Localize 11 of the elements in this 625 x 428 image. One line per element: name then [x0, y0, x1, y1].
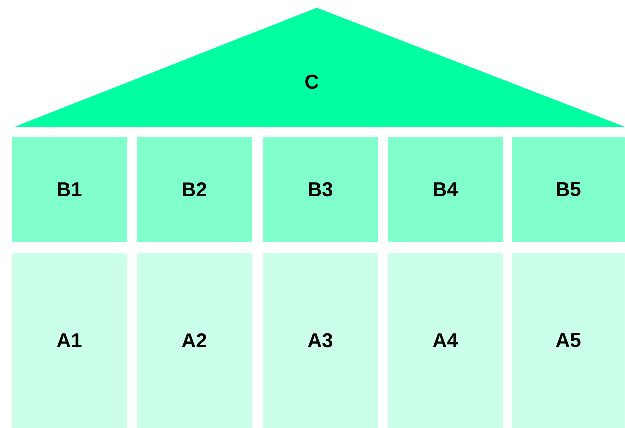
pillar-top-box: B2 [137, 137, 252, 242]
pillar-top-box: B1 [12, 137, 127, 242]
pillar-top-box: B5 [512, 137, 625, 242]
pillar-box: A3 [263, 253, 378, 428]
pillar-top-box: B4 [388, 137, 503, 242]
pillar-top-box: B3 [263, 137, 378, 242]
pillar-box: A5 [512, 253, 625, 428]
pillar-box: A1 [12, 253, 127, 428]
roof-triangle: C [15, 8, 625, 127]
pillar-box: A2 [137, 253, 252, 428]
pillar-box: A4 [388, 253, 503, 428]
